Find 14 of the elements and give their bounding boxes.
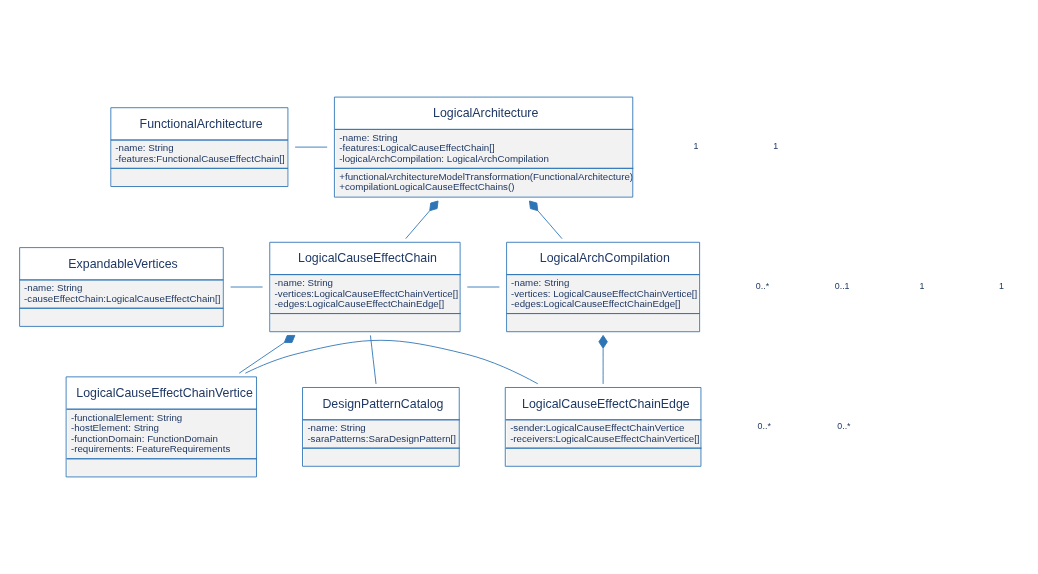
label: 0..*: [757, 421, 771, 432]
label: 1: [773, 141, 779, 152]
connector: [405, 200, 439, 240]
label: 1: [919, 281, 925, 292]
connector: [598, 334, 608, 385]
connector: [529, 200, 563, 240]
connector: [244, 339, 539, 385]
connector: [238, 334, 296, 374]
label: 0..*: [755, 281, 770, 292]
label: 1: [999, 281, 1004, 292]
label: 0..*: [837, 421, 851, 432]
label: 1: [693, 141, 699, 152]
label: 0..1: [834, 281, 850, 292]
connector: [369, 334, 377, 385]
